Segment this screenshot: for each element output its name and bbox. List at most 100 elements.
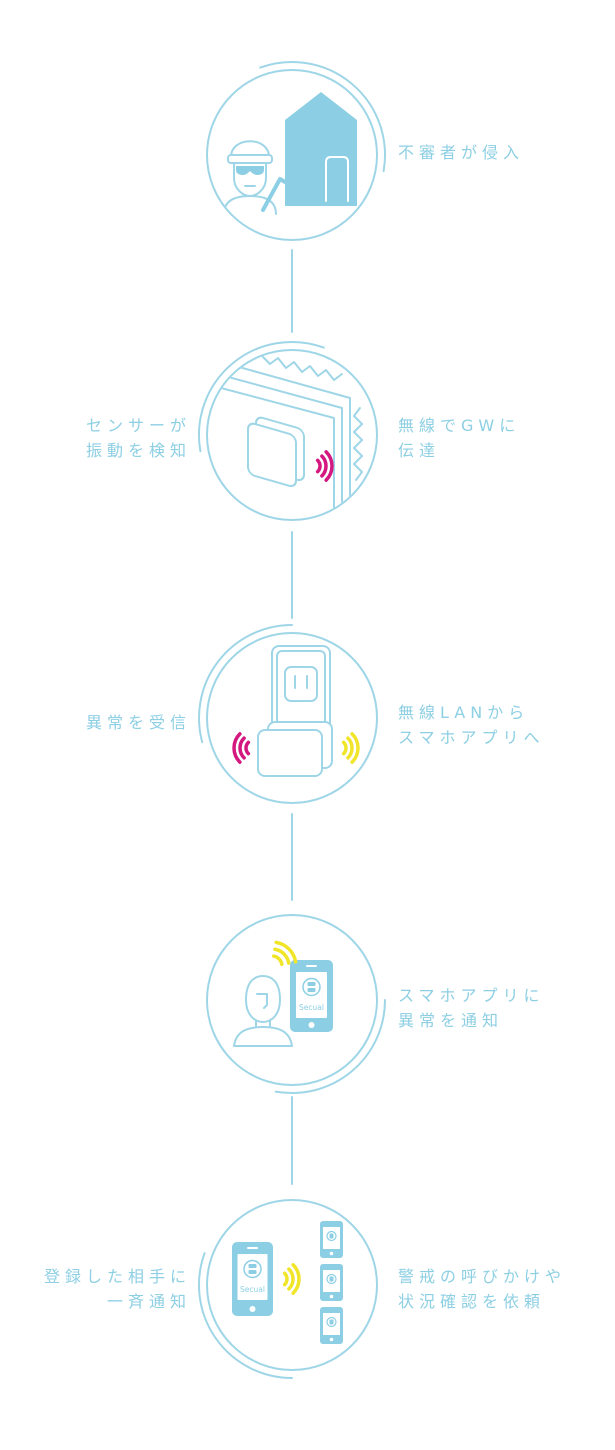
label-line: 不審者が侵入 [398, 143, 525, 162]
app-logo-mark-bottom [307, 988, 316, 992]
step-5-broadcast: Secual [198, 1199, 378, 1379]
app-logo-mark-bottom [248, 1270, 257, 1274]
small-app-logo-icon [326, 1316, 337, 1328]
outlet-socket [284, 666, 318, 702]
contact-phones-icon [320, 1221, 343, 1344]
wall-icon [208, 355, 363, 519]
wave-large [291, 1263, 301, 1295]
house-icon [285, 92, 357, 206]
burglar-icon [223, 140, 287, 215]
signal-waves-icon [282, 1263, 301, 1295]
wave-medium [273, 947, 291, 965]
step-3-illustration [232, 645, 360, 777]
small-app-logo-icon [326, 1273, 337, 1285]
step-1-circle [206, 69, 378, 241]
wave-right-large [350, 732, 360, 764]
phone-home-button [249, 1306, 256, 1312]
step-2-illustration [208, 355, 363, 519]
small-phone-home-button [329, 1251, 334, 1256]
label-line: 警戒の呼びかけや [398, 1267, 567, 1286]
burglar-shoulders [223, 195, 277, 215]
contact-phone-2 [320, 1264, 343, 1301]
person-shoulders [233, 1026, 293, 1047]
wave-left-medium [238, 736, 246, 760]
step-3-left-label: 異常を受信 [86, 710, 191, 735]
step-2-sensor [197, 340, 378, 521]
step-2-circle [206, 349, 378, 521]
app-logo-icon [302, 977, 321, 997]
label-line: スマホアプリへ [398, 728, 545, 747]
gateway-front [257, 729, 323, 777]
step-2-outer-arc [197, 340, 325, 453]
label-line: 異常を受信 [85, 713, 191, 732]
contact-phone-1 [320, 1221, 343, 1258]
step-3-gateway [198, 624, 378, 804]
small-app-logo-mark [329, 1233, 334, 1239]
step-1-right-label: 不審者が侵入 [398, 140, 524, 165]
wave-left-small [244, 740, 251, 756]
vibration-zigzag-top [261, 355, 343, 381]
label-line: 無線でGWに [398, 416, 521, 435]
wave-medium [287, 1267, 295, 1291]
label-line: 状況確認を依頼 [398, 1292, 546, 1311]
step-3-outer-arc [198, 624, 293, 744]
sensor-icon [247, 416, 305, 488]
house-body [285, 92, 357, 206]
small-phone-home-button [329, 1337, 334, 1342]
label-line: 無線LANから [398, 703, 530, 722]
person-head [245, 975, 281, 1023]
label-line: 一斉通知 [106, 1292, 191, 1311]
label-line: 振動を検知 [85, 441, 191, 460]
app-logo-icon [243, 1259, 262, 1279]
step-4-illustration: Secual [233, 940, 333, 1047]
step-5-illustration: Secual [232, 1221, 343, 1344]
vibration-zigzag-side [353, 407, 363, 481]
step-3-circle [206, 632, 378, 804]
small-app-logo-mark [329, 1276, 334, 1282]
wave-right-medium [346, 736, 354, 760]
step-5-outer-arc [198, 1252, 293, 1379]
label-line: 登録した相手に [43, 1267, 191, 1286]
small-app-logo-icon [326, 1230, 337, 1242]
step-4-circle [206, 914, 378, 1086]
wave-large [274, 940, 298, 964]
step-2-right-label: 無線でGWに 伝達 [398, 413, 520, 463]
wall-edge-outer [213, 359, 351, 519]
step-2-left-label: センサーが 振動を検知 [86, 413, 191, 463]
wall-edge-middle [209, 371, 343, 519]
signal-waves-icon [232, 732, 360, 764]
wave-small [282, 1271, 289, 1287]
step-1-outer-arc [259, 61, 387, 173]
signal-waves-icon [271, 940, 298, 967]
person-icon [233, 975, 293, 1047]
label-line: 伝達 [398, 441, 441, 460]
smartphone-icon: Secual [232, 1242, 273, 1316]
app-logo-mark-top [307, 982, 316, 986]
app-brand-text: Secual [299, 1003, 324, 1012]
step-5-left-label: 登録した相手に 一斉通知 [44, 1264, 191, 1314]
step-4-app-notify: Secual [206, 914, 386, 1095]
step-5-right-label: 警戒の呼びかけや 状況確認を依頼 [398, 1264, 566, 1314]
wave-left-large [232, 732, 242, 764]
contact-phone-3 [320, 1307, 343, 1344]
wave-large [324, 450, 334, 482]
step-1-illustration [223, 92, 357, 215]
burglar-sunglasses [236, 166, 264, 175]
wall-edge-inner [208, 383, 335, 519]
step-3-right-label: 無線LANから スマホアプリへ [398, 700, 545, 750]
step-4-right-label: スマホアプリに 異常を通知 [398, 983, 545, 1033]
wave-small [271, 954, 284, 967]
app-logo-mark-top [248, 1264, 257, 1268]
smartphone-icon: Secual [290, 960, 333, 1032]
wave-right-small [341, 740, 348, 756]
label-line: 異常を通知 [398, 1011, 504, 1030]
small-phone-home-button [329, 1294, 334, 1299]
small-app-logo-mark [329, 1319, 334, 1325]
sensor-front [247, 422, 297, 488]
step-1-intrusion [206, 61, 387, 241]
app-brand-text: Secual [240, 1285, 265, 1294]
signal-waves-icon [315, 450, 334, 482]
step-5-circle [206, 1199, 378, 1371]
gateway-icon [257, 721, 333, 777]
